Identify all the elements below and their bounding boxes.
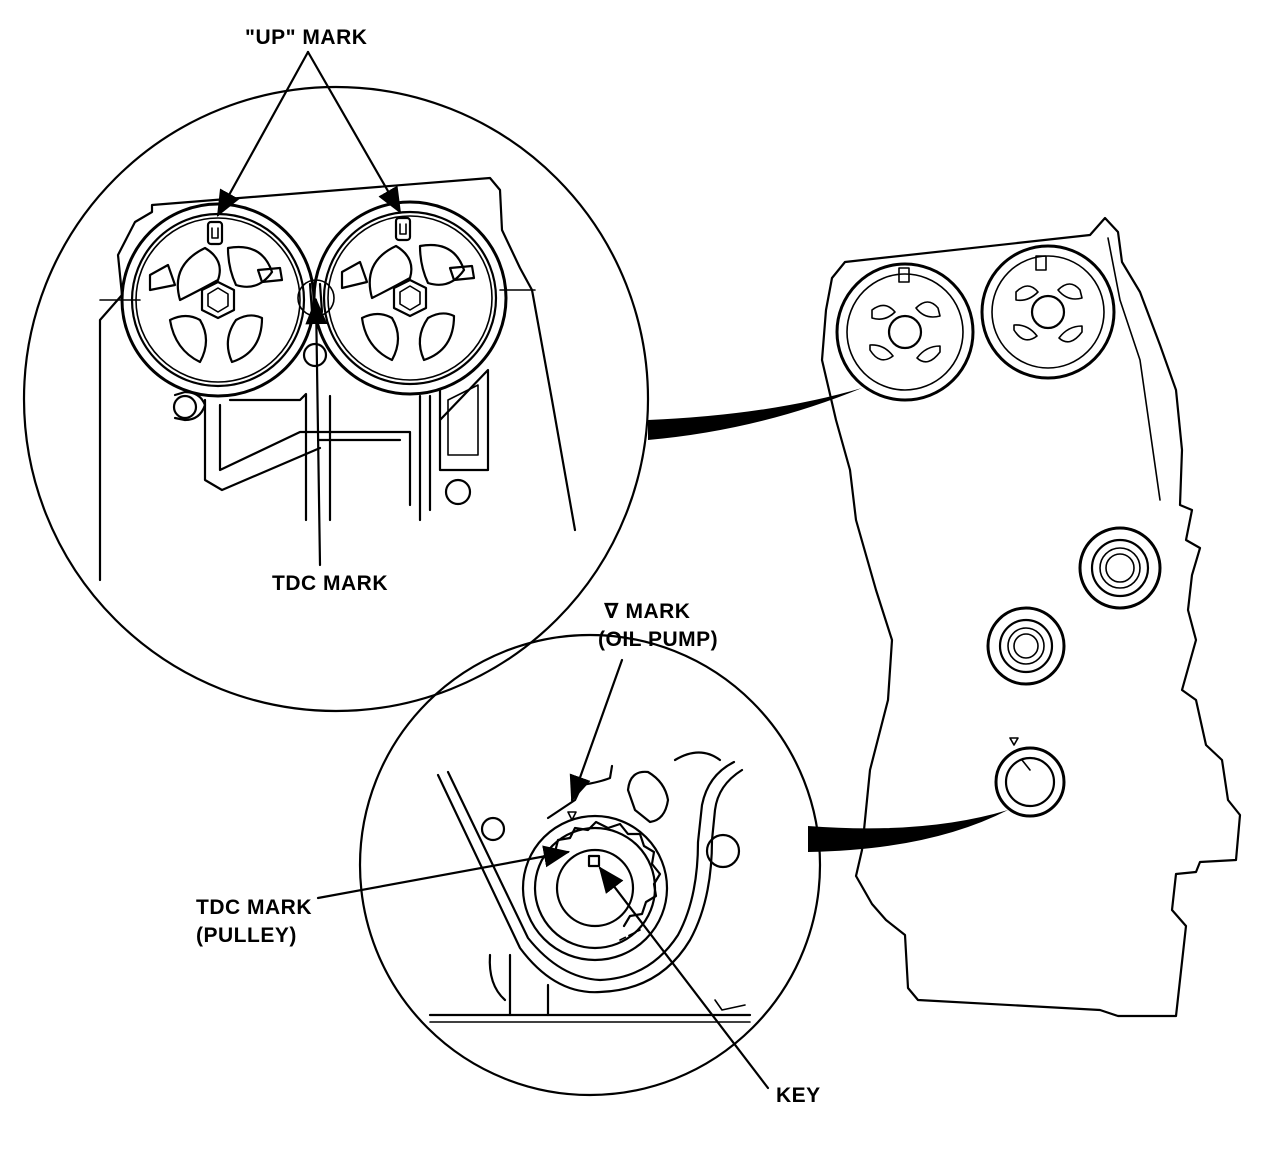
top-detail-circle bbox=[22, 85, 650, 713]
bottom-detail-circle bbox=[358, 633, 822, 1097]
callout-labels: "UP" MARK TDC MARK ∇ MARK (OIL PUMP) TDC… bbox=[196, 26, 821, 1107]
key-label: KEY bbox=[776, 1084, 821, 1107]
tdc-mark-cam-label: TDC MARK bbox=[272, 572, 388, 595]
up-mark-leader-right bbox=[306, 50, 402, 214]
cam-pulley-detail bbox=[22, 85, 650, 713]
tdc-mark-pulley-leader bbox=[316, 845, 571, 900]
timing-belt bbox=[436, 768, 744, 994]
intake-cam-pulley bbox=[120, 202, 316, 398]
engine-block bbox=[820, 216, 1242, 1018]
small-cam-pulley-intake bbox=[835, 262, 975, 402]
cylinder-head-outline bbox=[98, 176, 577, 582]
up-mark-leader-left bbox=[216, 50, 310, 217]
oil-pump-mark-label-line2: (OIL PUMP) bbox=[598, 628, 718, 651]
leader-lines bbox=[216, 50, 770, 1090]
crank-timing-pulley bbox=[521, 814, 669, 962]
tdc-mark-pulley-label-line1: TDC MARK bbox=[196, 896, 312, 919]
water-pump-pulley bbox=[1078, 526, 1162, 610]
small-crank-pulley bbox=[994, 737, 1066, 818]
oil-pump-mark-label-line1: ∇ MARK bbox=[604, 600, 690, 623]
up-mark-label: "UP" MARK bbox=[245, 26, 367, 49]
top-detail-connector bbox=[648, 388, 862, 440]
oil-pump-mark-leader bbox=[569, 658, 624, 803]
bottom-detail-connector bbox=[808, 810, 1008, 852]
oil-pump-housing bbox=[546, 764, 614, 820]
tdc-mark-pulley-label-line2: (PULLEY) bbox=[196, 924, 297, 947]
cylinder-head-line bbox=[1107, 237, 1161, 501]
key-leader bbox=[598, 866, 770, 1090]
exhaust-cam-pulley bbox=[312, 200, 508, 396]
crank-pulley-detail bbox=[358, 633, 822, 1097]
tensioner-pulley bbox=[986, 606, 1066, 686]
tdc-mark-cam-leader bbox=[305, 297, 328, 567]
engine-block-outline bbox=[820, 216, 1242, 1018]
small-cam-pulley-exhaust bbox=[980, 244, 1116, 380]
